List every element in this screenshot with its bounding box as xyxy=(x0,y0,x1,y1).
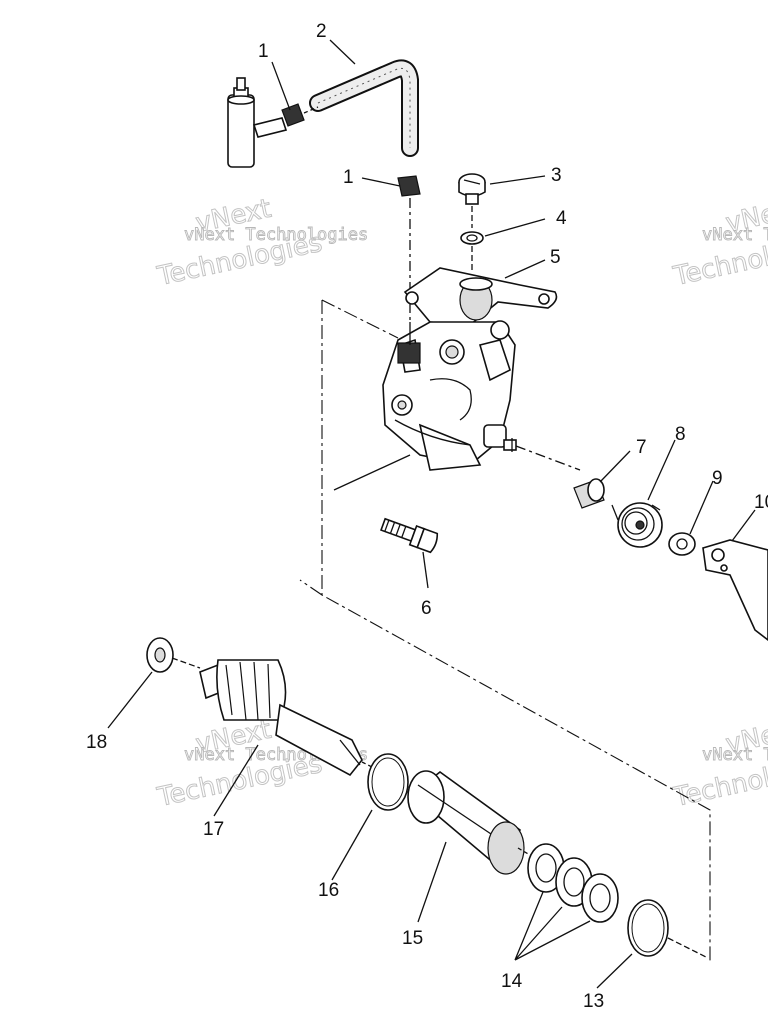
return-spring xyxy=(611,502,663,548)
callout-4: 4 xyxy=(556,208,567,229)
oil-tank-fitting xyxy=(227,77,305,168)
pump-sleeve xyxy=(407,770,525,875)
callout-2: 2 xyxy=(316,21,327,42)
shaft-axis-line xyxy=(515,445,581,471)
callout-10: 10 xyxy=(754,492,768,513)
assembly-outline xyxy=(299,299,711,962)
drive-axis-line xyxy=(171,657,201,669)
callout-5: 5 xyxy=(550,247,561,268)
shim-washers xyxy=(527,843,619,923)
callout-1a: 1 xyxy=(258,41,269,62)
callout-9: 9 xyxy=(712,468,723,489)
drive-to-oring-line xyxy=(361,761,375,769)
oil-pump-body xyxy=(382,267,558,471)
end-axis-line xyxy=(667,937,709,959)
hose-to-fitting-line xyxy=(303,106,319,114)
sleeve-to-shim-line xyxy=(517,847,531,856)
callout-7: 7 xyxy=(636,437,647,458)
watermark-label-1: vNext Technologies xyxy=(184,225,368,245)
drive-washer xyxy=(146,637,174,673)
shaft-bushing xyxy=(573,478,605,509)
hose-clamp-lower xyxy=(397,175,421,197)
callout-labels: 1 2 1 3 4 5 7 8 9 10 6 18 17 16 15 14 13 xyxy=(86,21,768,1012)
callout-15: 15 xyxy=(402,928,423,949)
callout-6: 6 xyxy=(421,598,432,619)
oil-hose xyxy=(309,59,419,157)
callout-17: 17 xyxy=(203,819,224,840)
leader-lines xyxy=(107,39,756,989)
control-lever xyxy=(702,539,768,642)
bleed-screw xyxy=(458,173,486,205)
callout-13: 13 xyxy=(583,991,604,1012)
callout-3: 3 xyxy=(551,165,562,186)
o-ring-lower xyxy=(627,899,669,957)
callout-14: 14 xyxy=(501,971,523,992)
callout-16: 16 xyxy=(318,880,339,901)
bolt-axis-line xyxy=(333,454,411,491)
thrust-washer xyxy=(668,532,696,556)
mounting-bolt xyxy=(380,517,439,554)
watermark-label-2: vNext Technologies xyxy=(702,225,768,245)
o-ring-upper xyxy=(367,753,409,811)
callout-18: 18 xyxy=(86,732,107,753)
watermark-label-4: vNext Technologies xyxy=(702,745,768,765)
callout-1b: 1 xyxy=(343,167,354,188)
sealing-washer xyxy=(460,231,484,245)
callout-8: 8 xyxy=(675,424,686,445)
drive-gear-shaft xyxy=(199,659,363,777)
